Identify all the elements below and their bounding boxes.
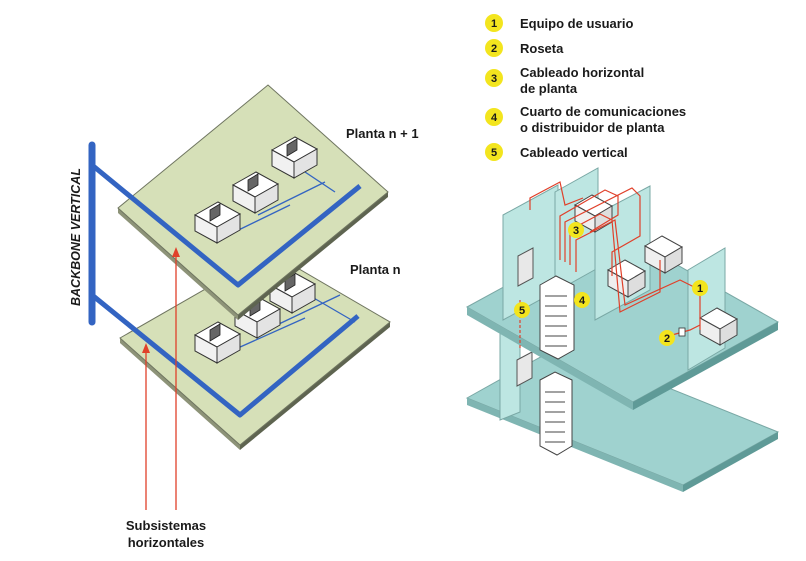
subsystem-arrows (142, 247, 180, 510)
backbone-label: BACKBONE VERTICAL (69, 168, 83, 306)
svg-text:3: 3 (491, 73, 497, 85)
svg-text:Cuarto de comunicaciones: Cuarto de comunicaciones (520, 104, 686, 119)
desk-bottom-1 (193, 321, 242, 364)
building-diagram: 1 2 3 4 5 (465, 167, 780, 492)
svg-text:2: 2 (491, 43, 497, 55)
marker-3: 3 (568, 222, 584, 238)
left-floors-diagram: BACKBONE VERTICAL Planta n + 1 Planta n … (69, 84, 419, 550)
marker-2: 2 (659, 330, 675, 346)
svg-text:1: 1 (491, 18, 497, 30)
legend: 1 Equipo de usuario 2 Roseta 3 Cableado … (485, 14, 686, 161)
subsystems-label-line2: horizontales (128, 535, 205, 550)
svg-text:4: 4 (579, 295, 586, 307)
workstation-a (573, 194, 614, 233)
marker-5: 5 (514, 302, 530, 318)
subsystems-label-line1: Subsistemas (126, 518, 206, 533)
legend-item-2: 2 Roseta (485, 39, 564, 57)
svg-text:2: 2 (664, 333, 670, 345)
svg-text:1: 1 (697, 283, 703, 295)
svg-text:3: 3 (573, 225, 579, 237)
svg-text:5: 5 (519, 305, 525, 317)
svg-text:o distribuidor de planta: o distribuidor de planta (520, 120, 665, 135)
desk-top-3 (270, 136, 319, 179)
desk-top-2 (231, 171, 280, 214)
upper-rack (539, 275, 575, 360)
outlet-roseta (678, 327, 686, 337)
lower-rack (539, 371, 573, 456)
svg-text:5: 5 (491, 147, 497, 159)
desk-top-1 (193, 201, 242, 244)
legend-item-5: 5 Cableado vertical (485, 143, 628, 161)
svg-text:Roseta: Roseta (520, 41, 564, 56)
workstation-c (643, 235, 684, 274)
svg-text:de planta: de planta (520, 81, 578, 96)
workstation-d (698, 307, 739, 346)
marker-1: 1 (692, 280, 708, 296)
legend-item-1: 1 Equipo de usuario (485, 14, 633, 32)
floor-bottom-label: Planta n (350, 262, 401, 277)
svg-text:4: 4 (491, 112, 498, 124)
svg-text:Cableado horizontal: Cableado horizontal (520, 65, 644, 80)
floor-top-label: Planta n + 1 (346, 126, 419, 141)
svg-text:Cableado vertical: Cableado vertical (520, 145, 628, 160)
svg-text:Equipo de usuario: Equipo de usuario (520, 16, 633, 31)
floor-n-plus-1 (90, 84, 389, 320)
marker-4: 4 (574, 292, 590, 308)
legend-item-3: 3 Cableado horizontal de planta (485, 65, 644, 96)
floor-n (90, 251, 391, 450)
legend-item-4: 4 Cuarto de comunicaciones o distribuido… (485, 104, 686, 135)
